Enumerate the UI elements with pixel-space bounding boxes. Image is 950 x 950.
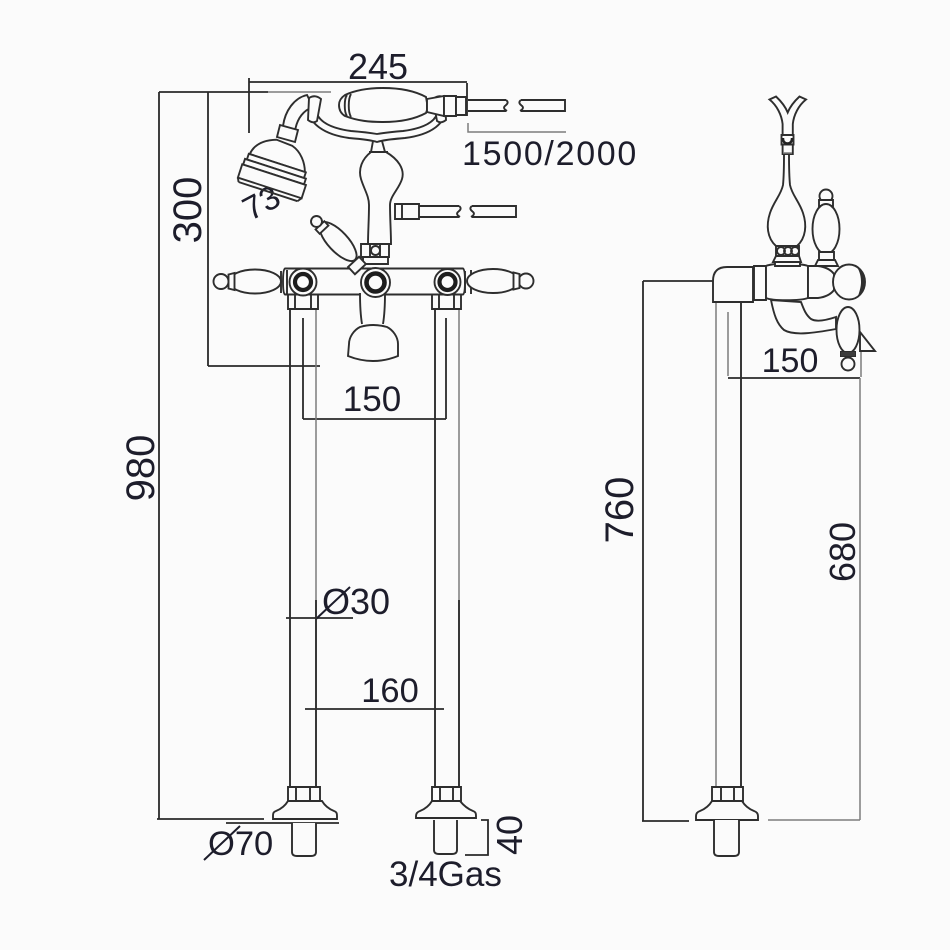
svg-text:680: 680 [822,522,863,582]
svg-text:3/4Gas: 3/4Gas [389,855,502,894]
svg-text:O70: O70 [208,825,273,863]
svg-text:245: 245 [348,46,408,87]
svg-text:150: 150 [762,342,819,380]
svg-text:980: 980 [119,435,163,502]
svg-text:40: 40 [489,815,530,855]
svg-text:1500/2000: 1500/2000 [462,135,638,173]
svg-text:760: 760 [598,477,642,544]
svg-text:160: 160 [361,672,419,710]
svg-text:150: 150 [343,380,401,419]
svg-text:O30: O30 [322,581,390,622]
svg-text:300: 300 [166,177,210,244]
